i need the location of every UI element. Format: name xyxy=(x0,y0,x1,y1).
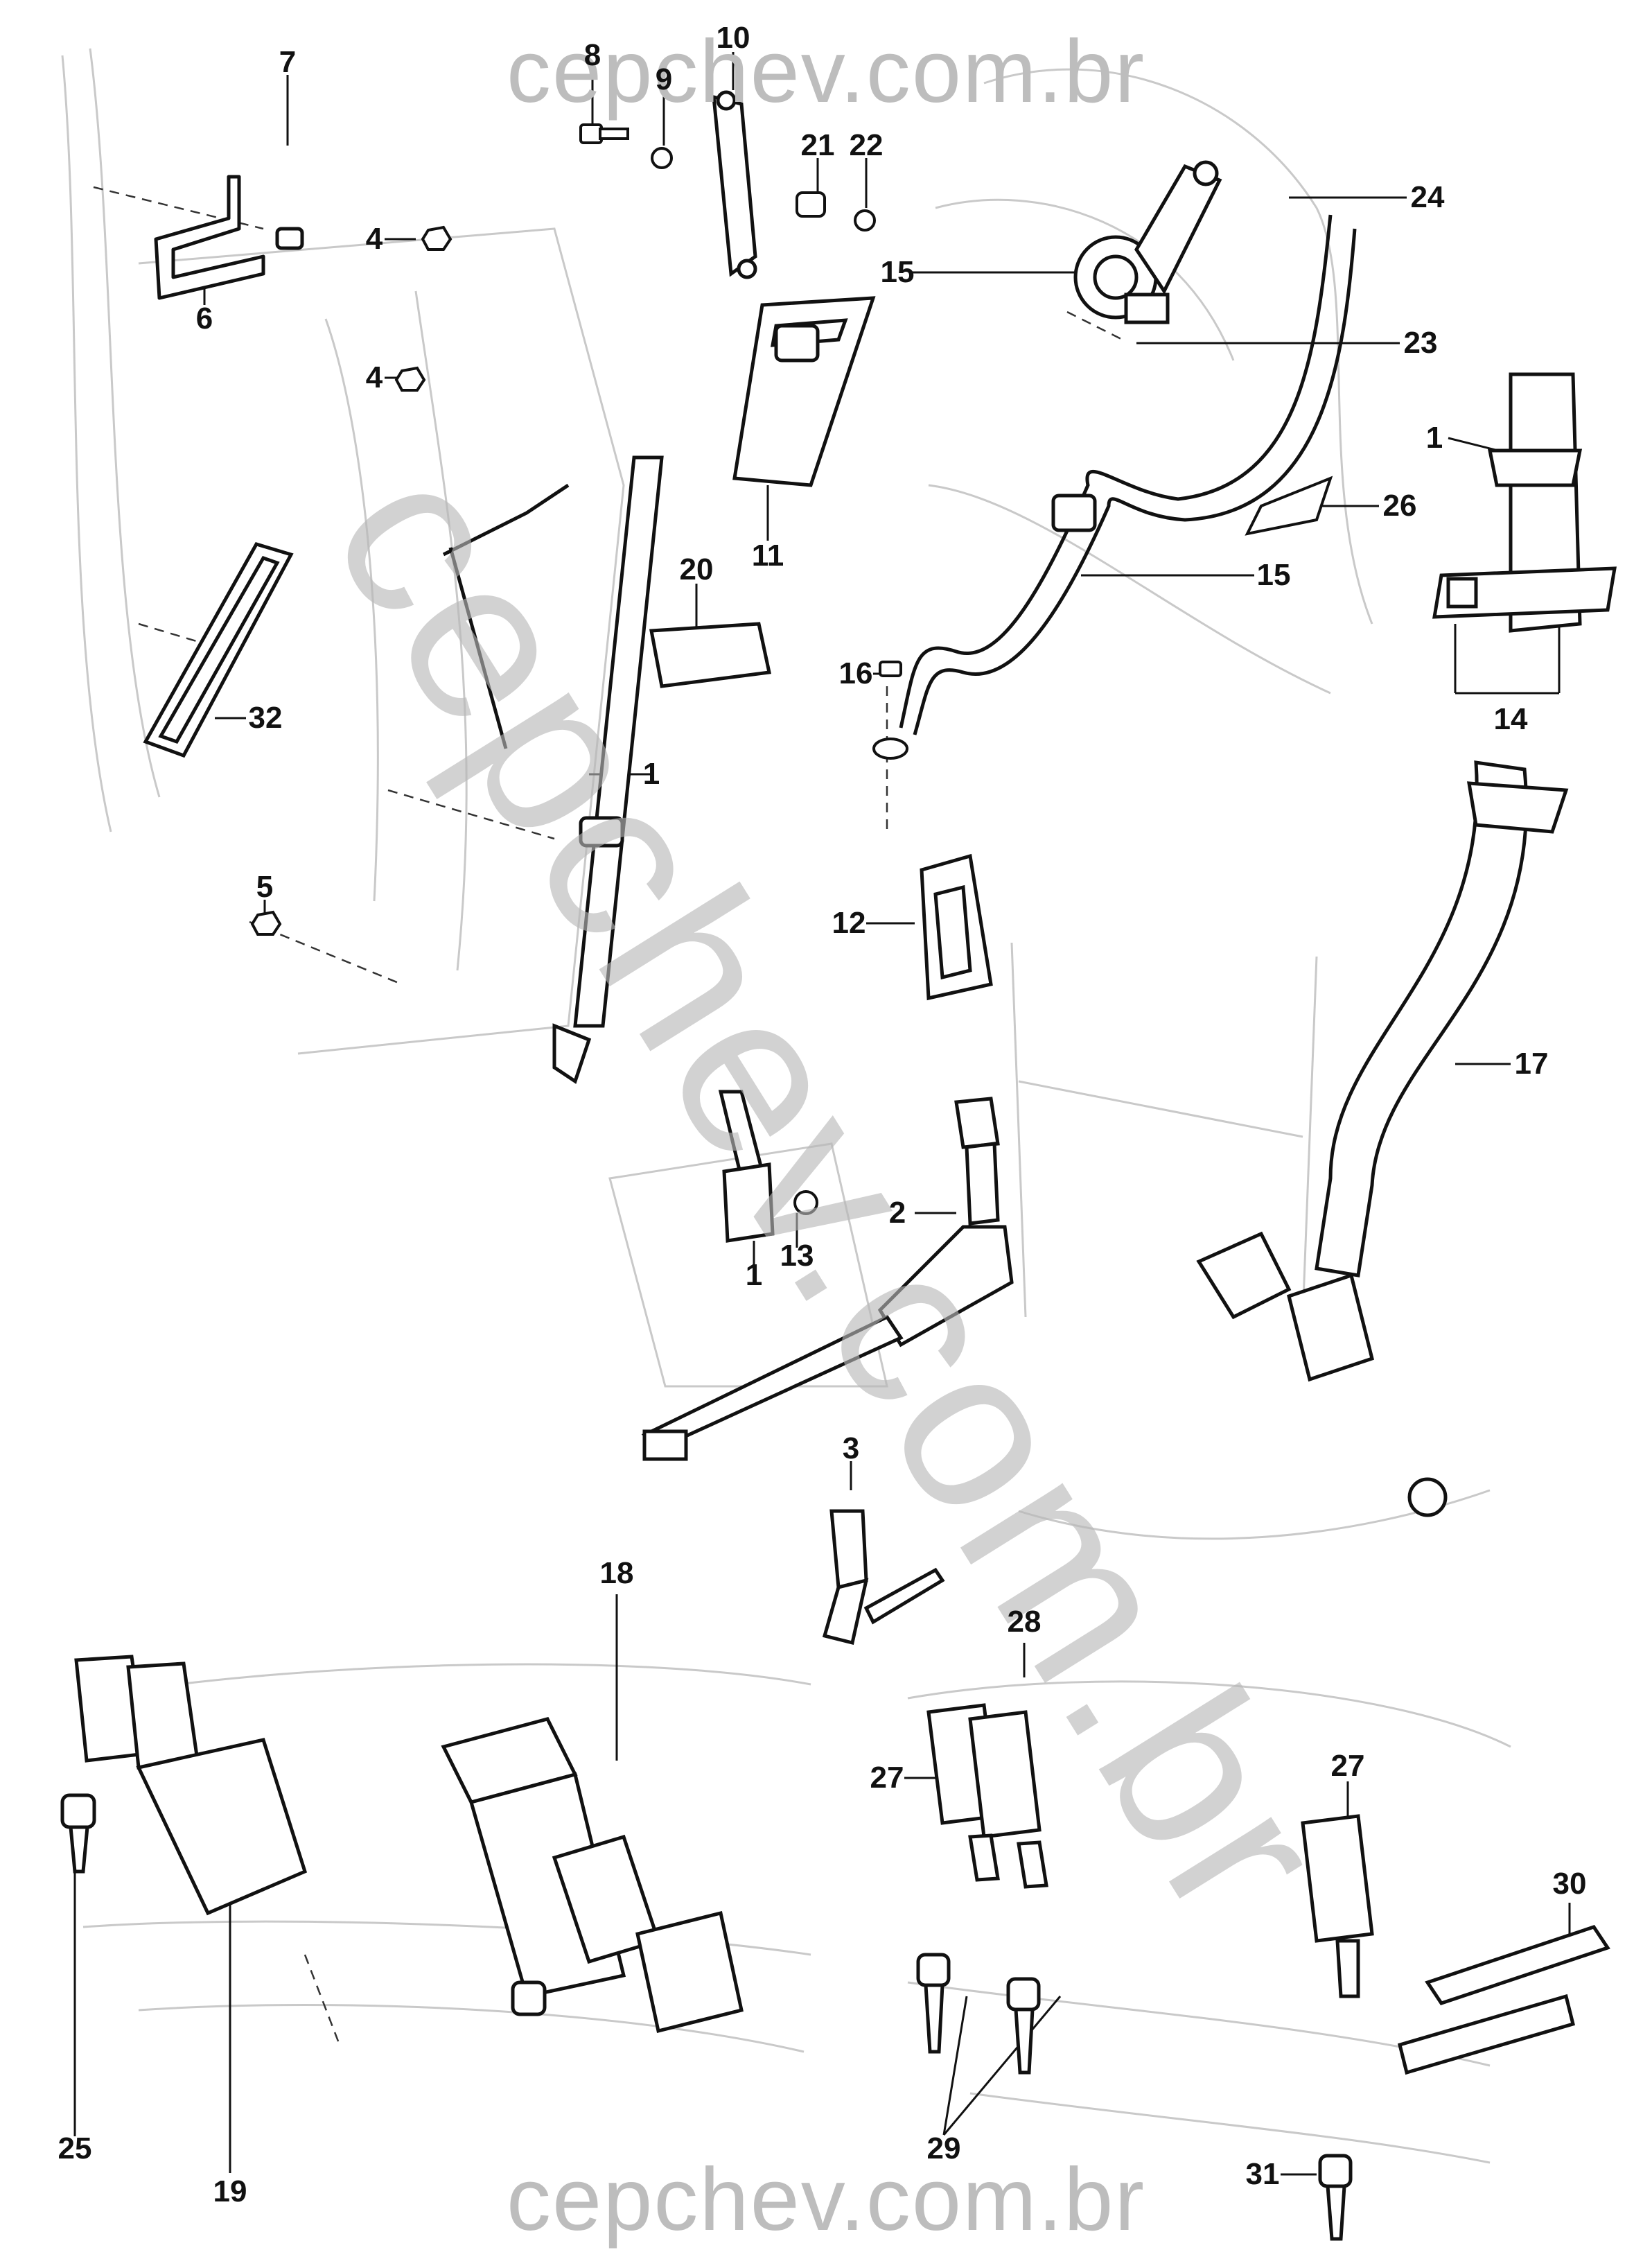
watermark-top: cepchev.com.br xyxy=(507,22,1145,121)
callout-1-pillar-belt: 1 xyxy=(642,757,660,791)
callout-27-left: 27 xyxy=(870,1761,904,1795)
part-21-sleeve xyxy=(796,191,826,218)
callout-31: 31 xyxy=(1245,2157,1280,2191)
part-6-7-bracket xyxy=(154,175,304,300)
part-8-bolt xyxy=(579,123,629,144)
callout-11: 11 xyxy=(751,539,784,573)
callout-5: 5 xyxy=(256,870,274,904)
callout-28: 28 xyxy=(1007,1605,1042,1639)
part-12-cover xyxy=(920,853,993,1001)
callout-15-webbing: 15 xyxy=(1256,558,1291,592)
part-32-trim xyxy=(143,542,294,758)
callout-17: 17 xyxy=(1514,1047,1549,1081)
part-15-retractor xyxy=(1073,160,1222,324)
part-16-bolt xyxy=(872,661,908,760)
part-18-buckle xyxy=(441,1717,744,2034)
callout-6: 6 xyxy=(195,302,213,335)
callout-20: 20 xyxy=(679,552,714,586)
callout-4-upper: 4 xyxy=(365,222,383,256)
leader-29a xyxy=(942,1996,968,2136)
callout-25: 25 xyxy=(58,2131,92,2165)
part-10-adjuster xyxy=(712,90,757,279)
callout-19: 19 xyxy=(213,2174,247,2208)
callout-3: 3 xyxy=(842,1431,860,1465)
callout-18: 18 xyxy=(599,1556,634,1590)
callout-29: 29 xyxy=(926,2131,961,2165)
part-3-buckle xyxy=(822,1509,945,1646)
part-26-pad xyxy=(1245,476,1333,536)
leader-29b xyxy=(942,1996,1062,2136)
callout-9: 9 xyxy=(655,62,673,96)
part-17-belt xyxy=(1196,760,1569,1517)
part-27-30-bracket xyxy=(1301,1814,1610,2241)
callout-7: 7 xyxy=(279,45,297,79)
part-14-guide xyxy=(1432,372,1617,633)
callout-10: 10 xyxy=(716,21,750,55)
callout-2: 2 xyxy=(888,1196,906,1230)
part-19-buckle-set xyxy=(60,1655,308,1916)
callout-23: 23 xyxy=(1403,326,1438,360)
callout-1-guide: 1 xyxy=(1425,421,1443,455)
watermark-bottom: cepchev.com.br xyxy=(507,2150,1145,2249)
part-1-belt-pillar xyxy=(442,455,664,1084)
callout-16: 16 xyxy=(838,656,873,690)
part-20-cover xyxy=(649,622,772,688)
callout-26: 26 xyxy=(1382,489,1417,523)
callout-1-lower-anchor: 1 xyxy=(745,1258,763,1292)
callout-21: 21 xyxy=(800,128,835,162)
background-body-lines xyxy=(61,48,1511,2164)
callout-22: 22 xyxy=(849,128,884,162)
callout-14: 14 xyxy=(1493,702,1528,736)
callout-15-retractor: 15 xyxy=(880,255,915,289)
callout-27-right: 27 xyxy=(1330,1749,1365,1783)
callout-24: 24 xyxy=(1410,180,1445,214)
part-11-cover xyxy=(732,296,876,487)
part-2-buckle xyxy=(641,1097,1014,1461)
callout-30: 30 xyxy=(1552,1867,1587,1901)
callout-12: 12 xyxy=(832,906,866,940)
callout-4-lower: 4 xyxy=(365,360,383,394)
callout-13: 13 xyxy=(780,1239,814,1273)
callout-32: 32 xyxy=(248,701,283,735)
nuts xyxy=(250,147,876,1215)
part-1-lower-anchor xyxy=(718,1090,775,1243)
callout-8: 8 xyxy=(583,38,601,72)
part-15-webbing xyxy=(899,214,1357,735)
part-27-28-buckles xyxy=(916,1703,1048,2075)
